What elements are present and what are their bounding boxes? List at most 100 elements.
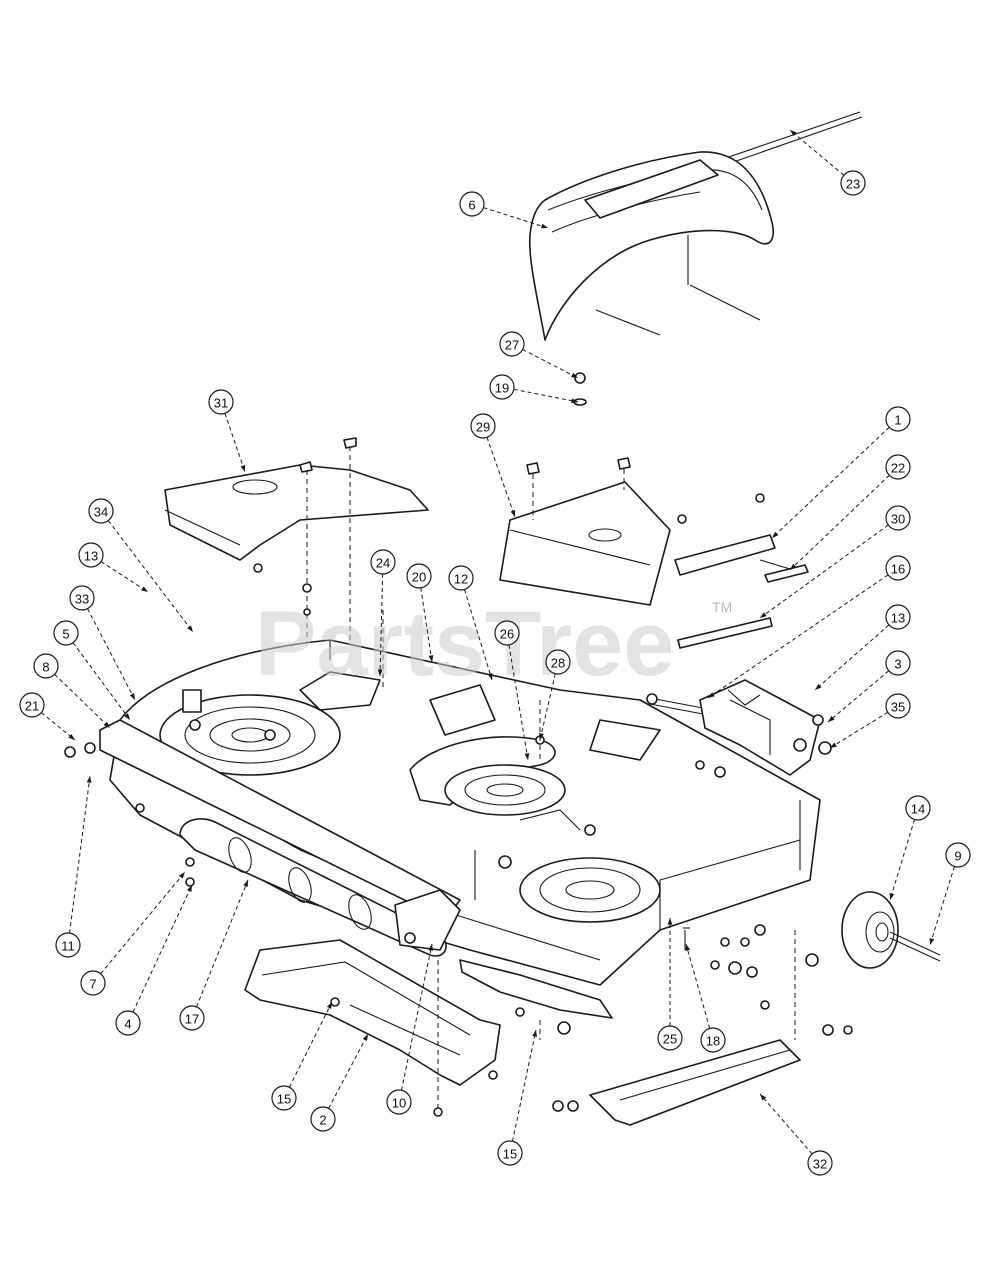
arrowhead-c20 <box>428 655 434 662</box>
callout-c1: 1 <box>885 406 911 432</box>
callout-label: 25 <box>663 1032 677 1047</box>
callout-circle <box>545 649 571 675</box>
callout-circle <box>179 1005 205 1031</box>
arrowhead-c27 <box>571 372 578 378</box>
leader-c4 <box>132 884 193 1013</box>
callout-c10: 10 <box>386 1089 412 1115</box>
callout-circle <box>807 1150 833 1176</box>
callout-circle <box>88 498 114 524</box>
callout-circle <box>448 565 474 591</box>
callout-label: 17 <box>185 1012 199 1027</box>
arrowhead-c33 <box>129 693 135 700</box>
callout-c7: 7 <box>80 970 106 996</box>
watermark-tm: TM <box>712 599 732 615</box>
callout-label: 19 <box>495 381 509 396</box>
callout-c34: 34 <box>88 498 114 524</box>
leader-c28 <box>539 673 556 741</box>
callout-circle <box>459 191 485 217</box>
leader-c14 <box>889 819 915 901</box>
callout-label: 5 <box>62 627 69 642</box>
callout-label: 1 <box>894 413 901 428</box>
callout-label: 7 <box>89 977 96 992</box>
leader-c6 <box>483 207 549 229</box>
callout-circle <box>885 505 911 531</box>
arrowhead-c22 <box>790 563 797 570</box>
callout-c19: 19 <box>489 374 515 400</box>
callout-c15a: 15 <box>271 1085 297 1111</box>
arrowhead-c5 <box>124 713 130 720</box>
arrowhead-c32 <box>760 1094 767 1101</box>
callout-label: 6 <box>468 198 475 213</box>
arrowhead-c31 <box>240 465 246 472</box>
arrowhead-c24 <box>377 669 383 676</box>
leader-c7 <box>100 871 186 975</box>
callout-circle <box>494 620 520 646</box>
leader-c22 <box>789 474 890 571</box>
callout-circle <box>885 454 911 480</box>
arrowhead-c11 <box>86 776 92 783</box>
leader-c31 <box>224 413 246 473</box>
callout-c14: 14 <box>905 795 931 821</box>
arrowhead-c9 <box>929 938 935 945</box>
callout-c27: 27 <box>499 331 525 357</box>
callout-label: 9 <box>954 849 961 864</box>
arrowhead-c26 <box>524 753 530 760</box>
callout-c23: 23 <box>840 170 866 196</box>
callout-circle <box>885 406 911 432</box>
callout-c30: 30 <box>885 505 911 531</box>
callout-label: 28 <box>551 656 565 671</box>
arrowhead-c4 <box>187 885 192 892</box>
arrowhead-c23 <box>790 130 797 137</box>
arrowhead-c29 <box>510 510 516 517</box>
callout-circle <box>497 1140 523 1166</box>
leader-c20 <box>420 587 433 663</box>
leader-c10 <box>400 943 433 1091</box>
leader-c32 <box>759 1093 813 1155</box>
callout-c26: 26 <box>494 620 520 646</box>
blade-10 <box>459 959 613 1040</box>
callout-circle <box>19 692 45 718</box>
callout-c31: 31 <box>208 389 234 415</box>
callout-label: 33 <box>75 592 89 607</box>
callout-c15b: 15 <box>497 1140 523 1166</box>
callout-c13a: 13 <box>78 542 104 568</box>
arrowhead-c15a <box>326 1002 332 1009</box>
leader-c18 <box>685 943 711 1029</box>
arrowhead-c16 <box>708 692 715 698</box>
callout-circle <box>386 1089 412 1115</box>
callout-label: 31 <box>214 396 228 411</box>
pulley-cover-29 <box>499 457 765 606</box>
arrowhead-c17 <box>243 880 248 887</box>
arrowhead-c21 <box>68 733 75 740</box>
arrowhead-c6 <box>541 223 548 229</box>
leader-c13a <box>100 561 149 593</box>
arrowhead-c25 <box>667 918 673 925</box>
callout-circle <box>657 1025 683 1051</box>
callout-label: 32 <box>813 1157 827 1172</box>
leader-c17 <box>196 879 249 1008</box>
callout-c13b: 13 <box>885 604 911 630</box>
leader-c3 <box>827 670 890 723</box>
callout-label: 2 <box>319 1113 326 1128</box>
callout-label: 13 <box>84 549 98 564</box>
callout-c29: 29 <box>470 413 496 439</box>
callout-leaders <box>40 129 955 1155</box>
watermark: PartsTree TM <box>255 593 732 695</box>
leader-c16 <box>707 574 889 699</box>
callout-circle <box>905 795 931 821</box>
callout-c24: 24 <box>370 549 396 575</box>
callout-label: 20 <box>412 570 426 585</box>
callout-c22: 22 <box>885 454 911 480</box>
callout-c20: 20 <box>406 563 432 589</box>
callout-label: 35 <box>891 700 905 715</box>
callout-c4: 4 <box>115 1010 141 1036</box>
arrowhead-c19 <box>571 398 578 404</box>
arrowhead-c34 <box>187 625 193 632</box>
callout-circle <box>33 653 59 679</box>
callout-label: 24 <box>376 556 390 571</box>
callout-label: 21 <box>25 699 39 714</box>
arrowhead-c2 <box>362 1034 368 1041</box>
callout-circle <box>840 170 866 196</box>
arrowhead-c12 <box>487 673 493 680</box>
